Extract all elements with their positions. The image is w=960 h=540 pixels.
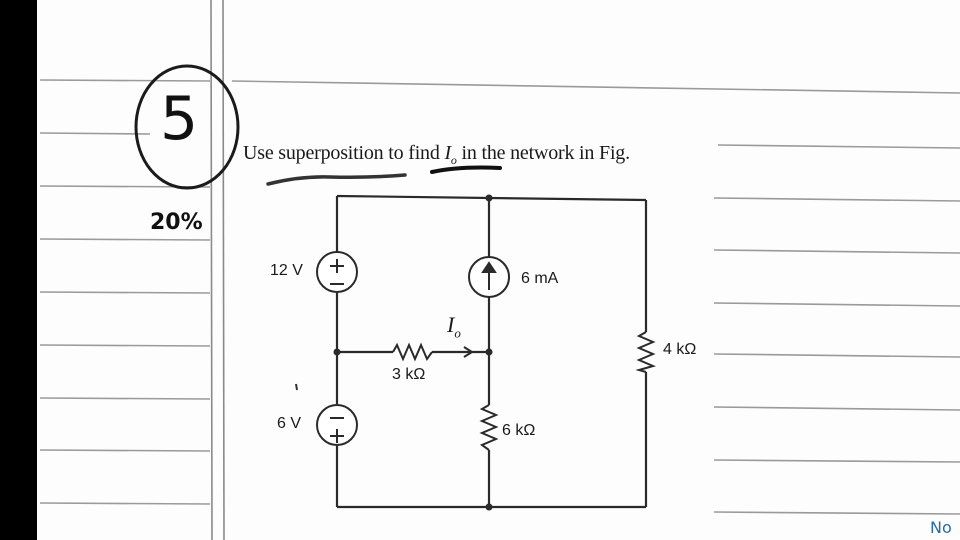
stray-mark bbox=[295, 383, 298, 391]
corner-scribble: No bbox=[930, 518, 952, 537]
voltage-source-6v bbox=[316, 404, 358, 446]
underline-scribble-2 bbox=[430, 165, 502, 174]
label-6ma: 6 mA bbox=[521, 270, 559, 287]
ruled-lines-left bbox=[39, 79, 211, 505]
question-text-before: Use superposition to find bbox=[243, 142, 445, 164]
label-io: Io bbox=[447, 312, 461, 341]
label-6k: 6 kΩ bbox=[502, 422, 536, 439]
label-12v: 12 V bbox=[270, 262, 303, 279]
junction-dots bbox=[333, 194, 493, 511]
problem-statement: Use superposition to find Io in the netw… bbox=[243, 142, 630, 168]
margin-lines bbox=[210, 0, 225, 540]
resistor-4k bbox=[635, 331, 656, 373]
problem-number: 5 bbox=[160, 84, 199, 154]
io-arrow bbox=[452, 346, 474, 358]
question-text-after: in the network in Fig. bbox=[456, 142, 631, 164]
ruled-lines-right bbox=[231, 80, 960, 515]
question-variable: Io bbox=[444, 142, 457, 167]
current-source-6ma bbox=[468, 256, 510, 298]
underline-scribble-1 bbox=[266, 173, 407, 186]
resistor-6k bbox=[479, 404, 499, 451]
number-circle bbox=[134, 64, 240, 190]
label-3k: 3 kΩ bbox=[392, 366, 426, 383]
problem-points: 20% bbox=[150, 210, 203, 235]
resistor-3k bbox=[392, 342, 433, 362]
dark-margin bbox=[0, 0, 37, 540]
label-4k: 4 kΩ bbox=[663, 341, 697, 358]
voltage-source-12v bbox=[316, 251, 358, 293]
label-6v: 6 V bbox=[277, 415, 302, 432]
